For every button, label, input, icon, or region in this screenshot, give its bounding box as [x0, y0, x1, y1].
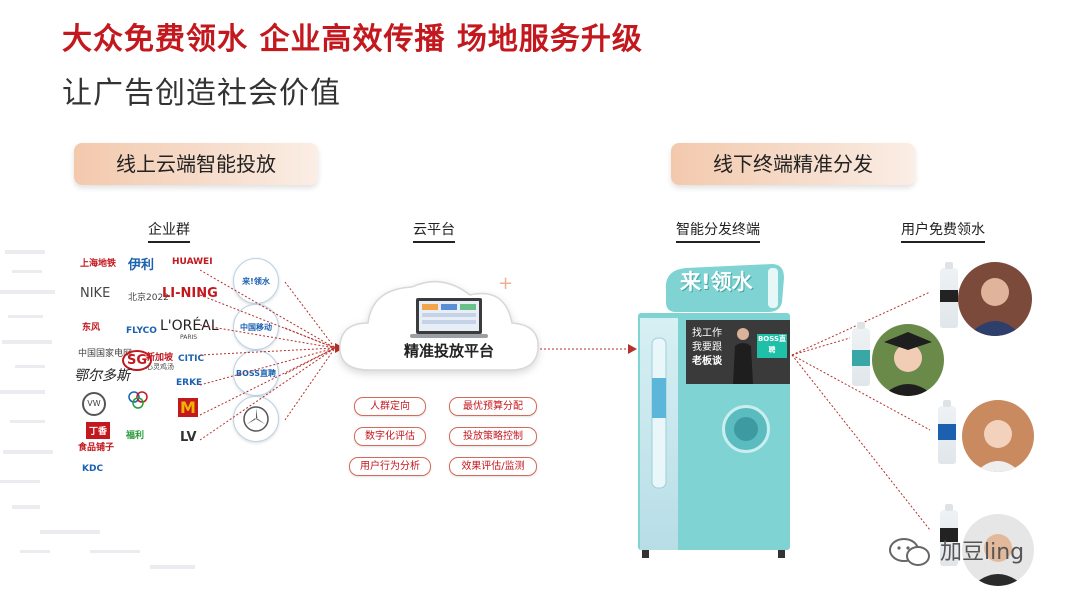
user-avatar-4: [962, 514, 1034, 586]
ad-text-line1: 找工作: [692, 328, 722, 339]
logo-xinjiapo-sub: 心灵鸡汤: [146, 363, 174, 371]
logo-mcdonalds: M: [178, 398, 198, 417]
diverging-arrows: [791, 291, 931, 531]
logo-lv: LV: [180, 430, 197, 445]
feature-pill-audience: 人群定向: [354, 397, 426, 416]
kiosk-side-display: [640, 318, 678, 550]
svg-text:+: +: [498, 273, 513, 294]
logo-xinjiapo: 新加坡: [146, 353, 174, 363]
offline-banner: 线下终端精准分发: [671, 143, 915, 185]
logo-yili: 伊利: [128, 258, 155, 273]
kiosk-sign-text: 来!领水: [680, 270, 753, 294]
logo-huawei: HUAWEI: [172, 257, 213, 267]
logo-loreal: L'ORÉAL: [160, 318, 219, 334]
logo-erke: ERKE: [176, 378, 203, 388]
mercedes-star-icon: [243, 406, 269, 432]
logo-kdc: KDC: [82, 464, 104, 474]
logo-cctv: 中国国家电网: [78, 349, 133, 359]
ad-person-figure: [733, 328, 753, 384]
logo-nike: NIKE: [80, 286, 111, 301]
feature-pill-strategy: 投放策略控制: [449, 427, 537, 446]
online-banner: 线上云端智能投放: [74, 143, 318, 185]
feature-pill-digital-eval: 数字化评估: [354, 427, 426, 446]
kiosk-foot-left: [642, 550, 649, 558]
circle-logo-lingshui: 来!领水: [233, 258, 279, 304]
user-avatar-2: [872, 324, 944, 396]
bottle-label-2: [852, 350, 870, 366]
logo-flyco: FLYCO: [126, 326, 157, 336]
cloud-platform-title: 精准投放平台: [403, 342, 494, 360]
logo-shanghai-metro: 上海地铁: [80, 259, 117, 269]
laptop-icon: [410, 298, 488, 338]
feature-pill-budget: 最优预算分配: [449, 397, 537, 416]
feature-pill-behavior: 用户行为分析: [349, 457, 431, 476]
logo-stamp: 福利: [126, 431, 145, 441]
logo-calligraphy: 鄂尔多斯: [74, 368, 130, 384]
logo-dingxiang: 丁香: [86, 422, 111, 439]
bottle-label-4: [940, 528, 958, 542]
ad-text-line2: 我要跟: [692, 342, 722, 353]
section-cloud-label: 云平台: [413, 219, 455, 243]
kiosk-boss-badge: BOSS直聘: [757, 334, 787, 358]
converging-arrows: [199, 269, 344, 441]
cloud-to-kiosk-arrow: [540, 344, 637, 354]
background-logo-scatter: [0, 250, 195, 569]
circle-logo-china-mobile: 中国移动: [233, 304, 279, 350]
logo-olympic-rings: [128, 391, 148, 409]
bottle-label-3: [938, 424, 956, 440]
user-avatar-3: [962, 400, 1034, 472]
kiosk-sign: [665, 264, 784, 312]
logo-dongfeng: 东风: [82, 323, 101, 333]
circle-logo-mercedes: [233, 396, 279, 442]
logo-sg: SG: [122, 350, 153, 371]
logo-loreal-sub: PARIS: [180, 334, 198, 341]
section-users-label: 用户免费领水: [901, 219, 985, 243]
logo-citic: CITIC: [178, 354, 205, 364]
water-bottle-ad-icon: [651, 337, 667, 489]
logo-beijing2022: 北京2022: [128, 293, 169, 303]
circle-logo-boss: BOSS直聘: [233, 350, 279, 396]
page-headline: 大众免费领水 企业高效传播 场地服务升级: [62, 22, 643, 57]
page-subheadline: 让广告创造社会价值: [62, 76, 341, 111]
section-enterprises-label: 企业群: [148, 219, 190, 243]
logo-shipinpuzi: 食品铺子: [78, 443, 115, 453]
watermark-text: 加豆ling: [940, 540, 1025, 565]
kiosk-foot-right: [778, 550, 785, 558]
bottle-label-1: [940, 290, 958, 302]
section-terminal-label: 智能分发终端: [676, 219, 760, 243]
logo-vw: VW: [82, 392, 106, 416]
ad-text-line3: 老板谈: [692, 356, 722, 367]
wechat-icon: [889, 538, 930, 566]
logo-lining: LI-NING: [162, 286, 218, 301]
user-avatar-1: [958, 262, 1032, 336]
feature-pill-effect: 效果评估/监测: [449, 457, 537, 476]
bottle-port-inner: [734, 417, 758, 441]
